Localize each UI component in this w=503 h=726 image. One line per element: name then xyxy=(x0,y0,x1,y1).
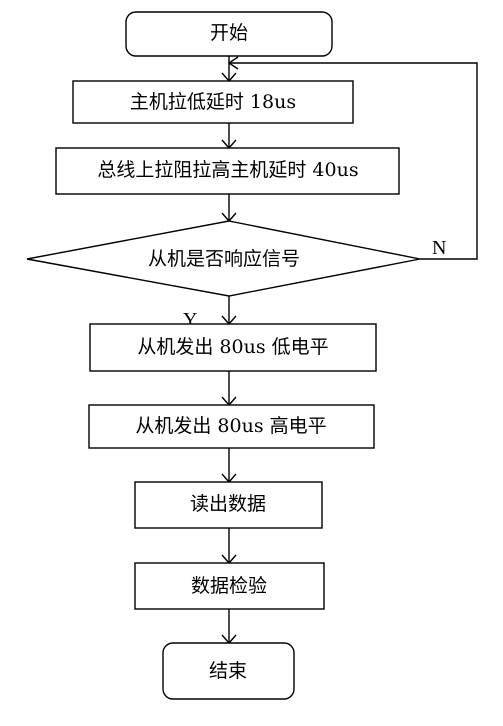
process-host-pull-low: 主机拉低延时 18us xyxy=(72,80,354,124)
arrow-read-data-to-check-data xyxy=(221,528,237,565)
arrow-slave-low-to-slave-high xyxy=(221,371,237,407)
arrow-check-data-to-end xyxy=(221,609,237,645)
process-slave-send-high: 从机发出 80us 高电平 xyxy=(88,404,375,449)
end-node: 结束 xyxy=(162,642,295,700)
decision-slave-response: 从机是否响应信号 xyxy=(26,220,421,297)
process-host-pull-low-label: 主机拉低延时 18us xyxy=(130,91,296,113)
arrow-host-low-to-bus-pullup xyxy=(221,123,237,150)
start-node-label: 开始 xyxy=(210,22,248,44)
start-node: 开始 xyxy=(125,11,333,57)
decision-slave-response-label: 从机是否响应信号 xyxy=(148,248,300,270)
arrow-bus-pullup-to-decision xyxy=(221,194,237,223)
process-slave-send-low-label: 从机发出 80us 低电平 xyxy=(137,336,328,358)
process-check-data: 数据检验 xyxy=(134,562,325,610)
branch-label-no: N xyxy=(432,237,446,259)
process-slave-send-high-label: 从机发出 80us 高电平 xyxy=(135,415,326,437)
process-bus-pullup: 总线上拉阻拉高主机延时 40us xyxy=(55,147,400,195)
arrow-yes-to-slave-low xyxy=(221,296,237,326)
process-read-data-label: 读出数据 xyxy=(190,493,266,515)
process-read-data: 读出数据 xyxy=(134,481,323,529)
process-check-data-label: 数据检验 xyxy=(191,575,267,597)
process-bus-pullup-label: 总线上拉阻拉高主机延时 40us xyxy=(97,159,358,181)
arrow-slave-high-to-read-data xyxy=(221,448,237,484)
end-node-label: 结束 xyxy=(209,660,247,682)
arrow-no-loop-back xyxy=(227,56,478,260)
process-slave-send-low: 从机发出 80us 低电平 xyxy=(89,323,377,372)
